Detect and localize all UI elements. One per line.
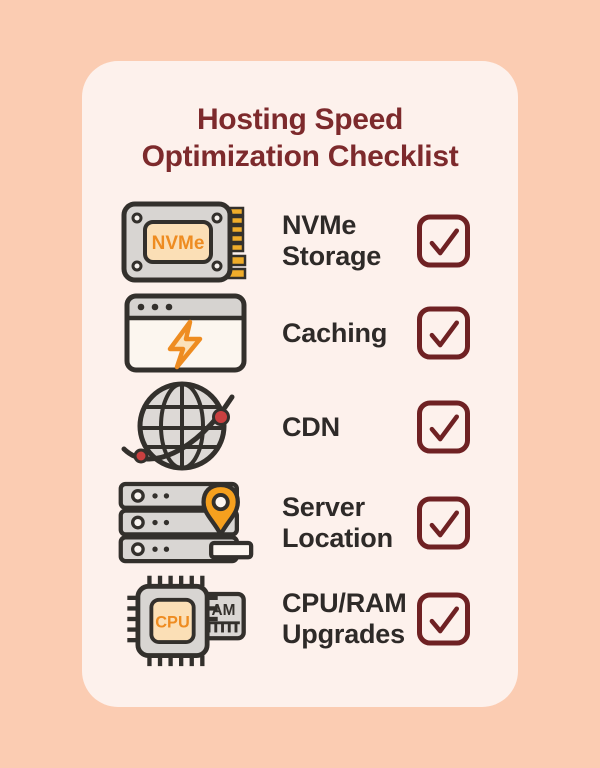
checkbox-nvme-storage[interactable] bbox=[417, 214, 470, 268]
browser-lightning-icon bbox=[116, 285, 254, 381]
cpu-ram-icon: AM bbox=[116, 571, 254, 667]
svg-text:CPU: CPU bbox=[155, 614, 189, 632]
page-title-line1: Hosting Speed bbox=[196, 103, 404, 136]
checklist-row-nvme-storage: NVMe NVMe Storage bbox=[82, 193, 518, 289]
globe-network-icon bbox=[116, 379, 254, 475]
item-label: Server Location bbox=[282, 492, 393, 553]
checkbox-cpu-ram[interactable] bbox=[417, 592, 470, 646]
checkbox-server-location[interactable] bbox=[417, 496, 470, 550]
checklist-row-cpu-ram: AM bbox=[82, 571, 518, 667]
nvme-ssd-icon: NVMe bbox=[116, 193, 254, 289]
checkbox-cdn[interactable] bbox=[417, 400, 470, 454]
checklist-row-server-location: Server Location bbox=[82, 475, 518, 571]
checklist-row-cdn: CDN bbox=[82, 379, 518, 475]
checkmark-icon bbox=[429, 509, 460, 537]
checkmark-icon bbox=[429, 227, 460, 255]
checkbox-caching[interactable] bbox=[417, 306, 470, 360]
svg-text:NVMe: NVMe bbox=[152, 233, 205, 254]
server-location-icon bbox=[116, 475, 254, 571]
item-label: NVMe Storage bbox=[282, 210, 382, 271]
checkmark-icon bbox=[429, 413, 460, 441]
svg-text:AM: AM bbox=[211, 602, 235, 619]
item-label: Caching bbox=[282, 317, 388, 348]
checkmark-icon bbox=[429, 605, 460, 633]
item-label: CPU/RAM Upgrades bbox=[282, 588, 407, 649]
page-title-line2: Optimization Checklist bbox=[141, 140, 459, 173]
page-title: Hosting Speed Optimization Checklist bbox=[82, 101, 518, 175]
checklist-card: Hosting Speed Optimization Checklist bbox=[82, 61, 518, 707]
checklist-row-caching: Caching bbox=[82, 285, 518, 381]
checkmark-icon bbox=[429, 319, 460, 347]
item-label: CDN bbox=[282, 411, 340, 442]
